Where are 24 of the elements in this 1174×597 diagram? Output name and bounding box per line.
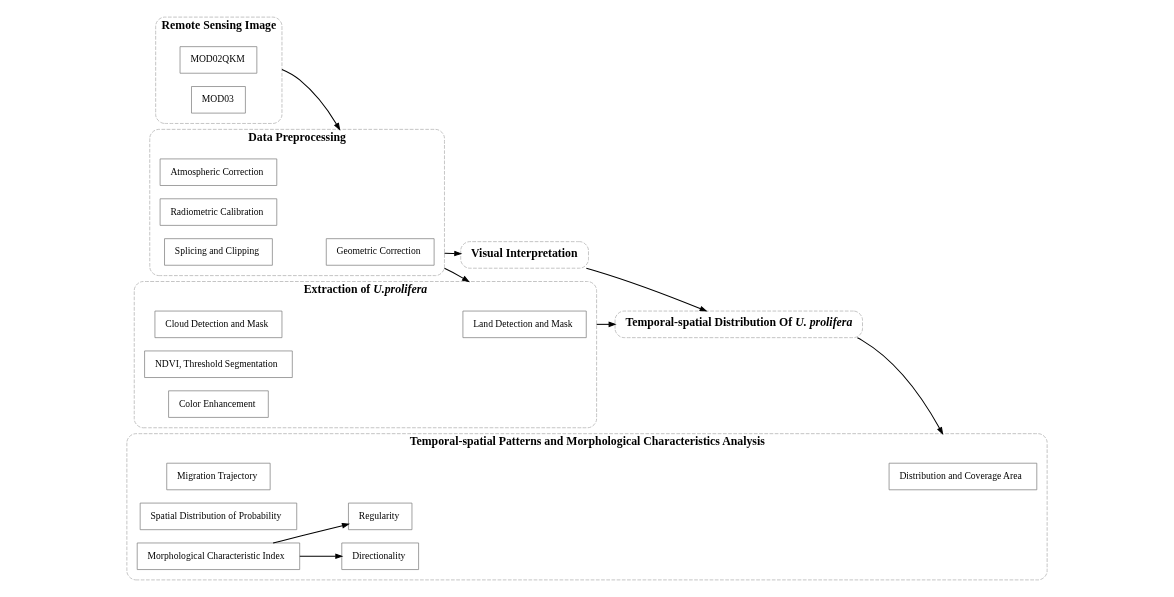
node-box: Land Detection and Mask — [462, 310, 587, 338]
node-box: MOD03 — [191, 86, 246, 114]
arrow — [299, 553, 344, 560]
node-box: Color Enhancement — [168, 390, 269, 418]
node-box: Directionality — [341, 542, 419, 570]
arrow — [281, 68, 341, 131]
arrow — [585, 267, 708, 312]
node-box: Atmospheric Correction — [159, 158, 278, 186]
node-box: MOD02QKM — [179, 46, 258, 74]
node-box: Cloud Detection and Mask — [154, 310, 283, 338]
node-box: Spatial Distribution of Probability — [139, 502, 298, 531]
node-box: Temporal-spatial Distribution Of U. prolifera — [614, 310, 863, 338]
node-box: Distribution and Coverage Area — [888, 462, 1038, 491]
node-box: Visual Interpretation — [460, 241, 589, 269]
arrow — [443, 267, 470, 283]
node-box: Radiometric Calibration — [159, 198, 278, 226]
node-box: Geometric Correction — [325, 238, 435, 266]
node-box: Regularity — [348, 502, 413, 531]
node-box: NDVI, Threshold Segmentation — [144, 350, 293, 378]
node-box: Splicing and Clipping — [164, 238, 273, 266]
node-box: Morphological Characteristic Index — [136, 542, 301, 570]
arrow — [443, 250, 463, 257]
arrow — [856, 337, 944, 436]
node-box: Migration Trajectory — [166, 462, 271, 491]
